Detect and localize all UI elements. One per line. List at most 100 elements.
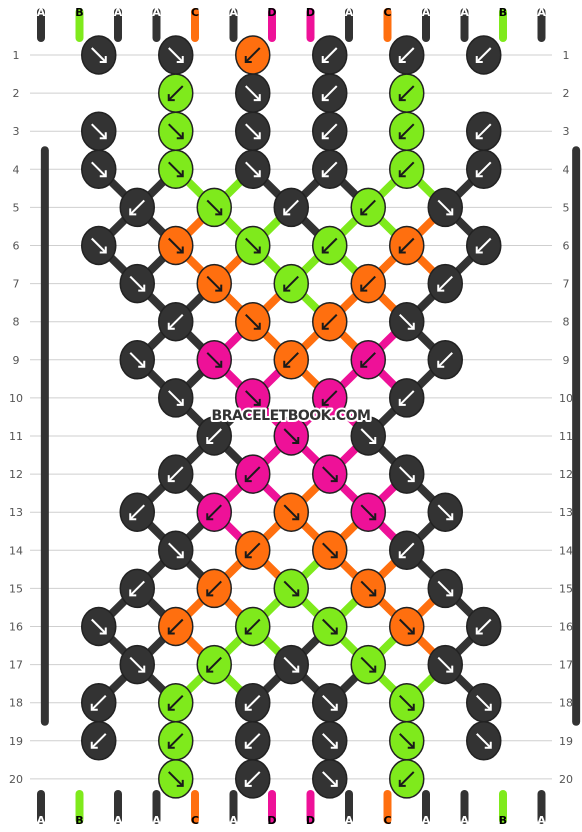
knot — [466, 682, 502, 723]
knot-arrow-icon — [476, 237, 492, 254]
knot-arrow-icon — [245, 237, 261, 254]
knot — [119, 492, 155, 532]
knot-arrow-icon — [283, 352, 299, 368]
knot-arrow-icon — [437, 275, 453, 292]
knot — [312, 606, 348, 647]
knot — [158, 378, 194, 418]
knot-arrow-icon — [322, 771, 338, 787]
row-number-right: 18 — [559, 697, 573, 710]
knot — [158, 225, 194, 266]
row-number-right: 11 — [559, 430, 573, 443]
string-label-bottom: A — [460, 814, 469, 827]
knot-arrow-icon — [399, 771, 415, 787]
knot-arrow-icon — [91, 694, 107, 711]
string-label-top: A — [114, 6, 123, 19]
row-number-left: 6 — [13, 240, 20, 253]
row-number-left: 12 — [9, 468, 23, 481]
knot — [235, 73, 271, 113]
knot-arrow-icon — [399, 542, 415, 559]
knot-arrow-icon — [206, 275, 222, 292]
row-number-right: 12 — [559, 468, 573, 481]
knot-arrow-icon — [322, 237, 338, 254]
knot-arrow-icon — [476, 123, 492, 139]
knot — [81, 149, 117, 190]
knot — [196, 416, 232, 456]
knot-arrow-icon — [399, 390, 415, 406]
knot — [466, 35, 502, 75]
knot-arrow-icon — [206, 428, 222, 444]
string-label-bottom: A — [152, 814, 161, 827]
knot-arrow-icon — [360, 580, 376, 597]
row-number-left: 19 — [9, 735, 23, 748]
knot-arrow-icon — [399, 733, 415, 749]
string-label-bottom: C — [383, 814, 391, 827]
knot — [389, 721, 425, 761]
knot — [312, 454, 348, 494]
knot-arrow-icon — [322, 694, 338, 711]
knot-arrow-icon — [245, 733, 261, 749]
knot-arrow-icon — [245, 771, 261, 787]
knot-arrow-icon — [206, 504, 222, 520]
knot — [389, 454, 425, 494]
row-number-left: 20 — [9, 773, 23, 786]
knot — [273, 644, 309, 685]
row-number-right: 13 — [559, 506, 573, 519]
knot — [466, 225, 502, 266]
knot — [350, 568, 386, 609]
knot — [389, 35, 425, 75]
knot — [389, 530, 425, 571]
knot-arrow-icon — [399, 123, 415, 139]
knot — [427, 263, 463, 304]
knot — [312, 301, 348, 342]
knot-arrow-icon — [168, 618, 184, 635]
string-label-bottom: A — [229, 814, 238, 827]
knot — [350, 263, 386, 304]
knot — [312, 149, 348, 190]
knot — [389, 606, 425, 647]
row-number-left: 11 — [9, 430, 23, 443]
knot — [273, 187, 309, 228]
knot-arrow-icon — [168, 466, 184, 482]
knot — [158, 149, 194, 190]
knot-arrow-icon — [283, 504, 299, 520]
knot-arrow-icon — [476, 161, 492, 178]
knot-arrow-icon — [168, 47, 184, 63]
knot-arrow-icon — [322, 466, 338, 482]
knot — [273, 568, 309, 609]
knot — [81, 721, 117, 761]
row-number-right: 4 — [563, 163, 570, 176]
row-number-left: 13 — [9, 506, 23, 519]
knot — [158, 530, 194, 571]
knot — [235, 149, 271, 190]
knot — [427, 492, 463, 532]
knot-arrow-icon — [322, 390, 338, 406]
knot — [158, 73, 194, 113]
knot-arrow-icon — [245, 47, 261, 63]
row-number-right: 7 — [563, 278, 570, 291]
svg-text:BRACELETBOOK.COM: BRACELETBOOK.COM — [212, 408, 371, 424]
knot — [273, 263, 309, 304]
row-number-left: 14 — [9, 544, 23, 557]
row-number-right: 15 — [559, 582, 573, 595]
knot-arrow-icon — [476, 618, 492, 635]
knot-arrow-icon — [91, 618, 107, 635]
knot — [196, 340, 232, 380]
string-label-bottom: A — [345, 814, 354, 827]
knot — [196, 568, 232, 609]
knot — [350, 416, 386, 456]
knot — [119, 568, 155, 609]
knot-arrow-icon — [91, 123, 107, 139]
string-label-top: A — [37, 6, 46, 19]
knot — [235, 301, 271, 342]
knot-arrow-icon — [129, 656, 145, 673]
row-number-left: 4 — [13, 163, 20, 176]
knot-arrow-icon — [283, 428, 299, 444]
knot — [196, 263, 232, 304]
knot-arrow-icon — [437, 504, 453, 520]
knot-arrow-icon — [245, 161, 261, 178]
knot-arrow-icon — [168, 123, 184, 139]
knot — [389, 682, 425, 723]
